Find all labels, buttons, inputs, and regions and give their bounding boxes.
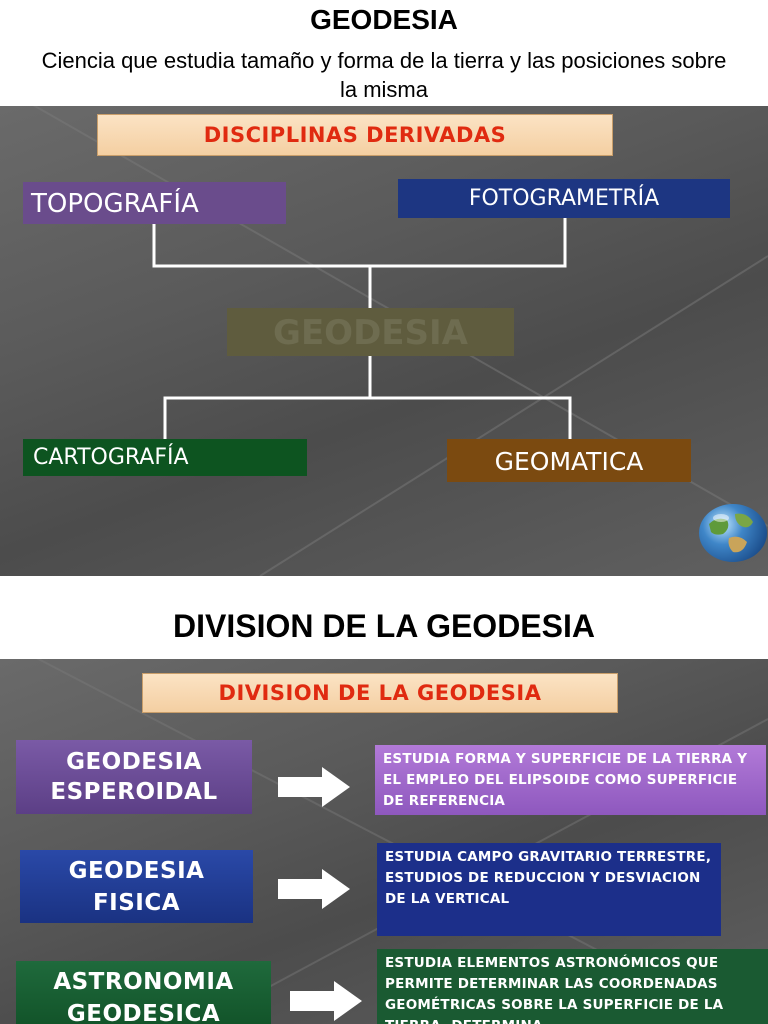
category-line1: ASTRONOMIA [53, 969, 234, 995]
category-line2: GEODESICA [66, 1001, 221, 1024]
category-line2: ESPEROIDAL [50, 779, 218, 805]
disciplines-banner: DISCIPLINAS DERIVADAS [97, 114, 613, 156]
category-line1: GEODESIA [68, 858, 205, 884]
division-banner: DIVISION DE LA GEODESIA [142, 673, 618, 713]
box-geomatica: GEOMATICA [447, 439, 691, 482]
connector-bottom [163, 396, 572, 439]
category-astronomia-geodesica: ASTRONOMIA GEODESICA [16, 961, 271, 1024]
category-geodesia-esperoidal: GEODESIA ESPEROIDAL [16, 740, 252, 814]
box-geodesia: GEODESIA [227, 308, 514, 356]
right-arrow-icon [278, 869, 350, 909]
category-line1: GEODESIA [66, 749, 202, 775]
page-subtitle: Ciencia que estudia tamaño y forma de la… [41, 48, 727, 102]
description-astronomia: ESTUDIA ELEMENTOS ASTRONÓMICOS QUE PERMI… [377, 949, 768, 1024]
right-arrow-icon [290, 981, 362, 1021]
box-fotogrametria: FOTOGRAMETRÍA [398, 179, 730, 218]
box-topografia: TOPOGRAFÍA [23, 182, 286, 224]
description-esperoidal: ESTUDIA FORMA Y SUPERFICIE DE LA TIERRA … [375, 745, 766, 815]
page-title: GEODESIA [310, 4, 458, 35]
category-geodesia-fisica: GEODESIA FISICA [20, 850, 253, 923]
division-heading: DIVISION DE LA GEODESIA [173, 608, 595, 644]
right-arrow-icon [278, 767, 350, 807]
division-slide: DIVISION DE LA GEODESIA GEODESIA ESPEROI… [0, 659, 768, 1024]
connector-top [152, 218, 567, 268]
box-cartografia: CARTOGRAFÍA [23, 439, 307, 476]
disciplines-slide: DISCIPLINAS DERIVADAS TOPOGRAFÍA FOTOGRA… [0, 106, 768, 576]
description-fisica: ESTUDIA CAMPO GRAVITARIO TERRESTRE, ESTU… [377, 843, 721, 936]
category-line2: FISICA [92, 890, 181, 916]
globe-icon [699, 504, 767, 562]
